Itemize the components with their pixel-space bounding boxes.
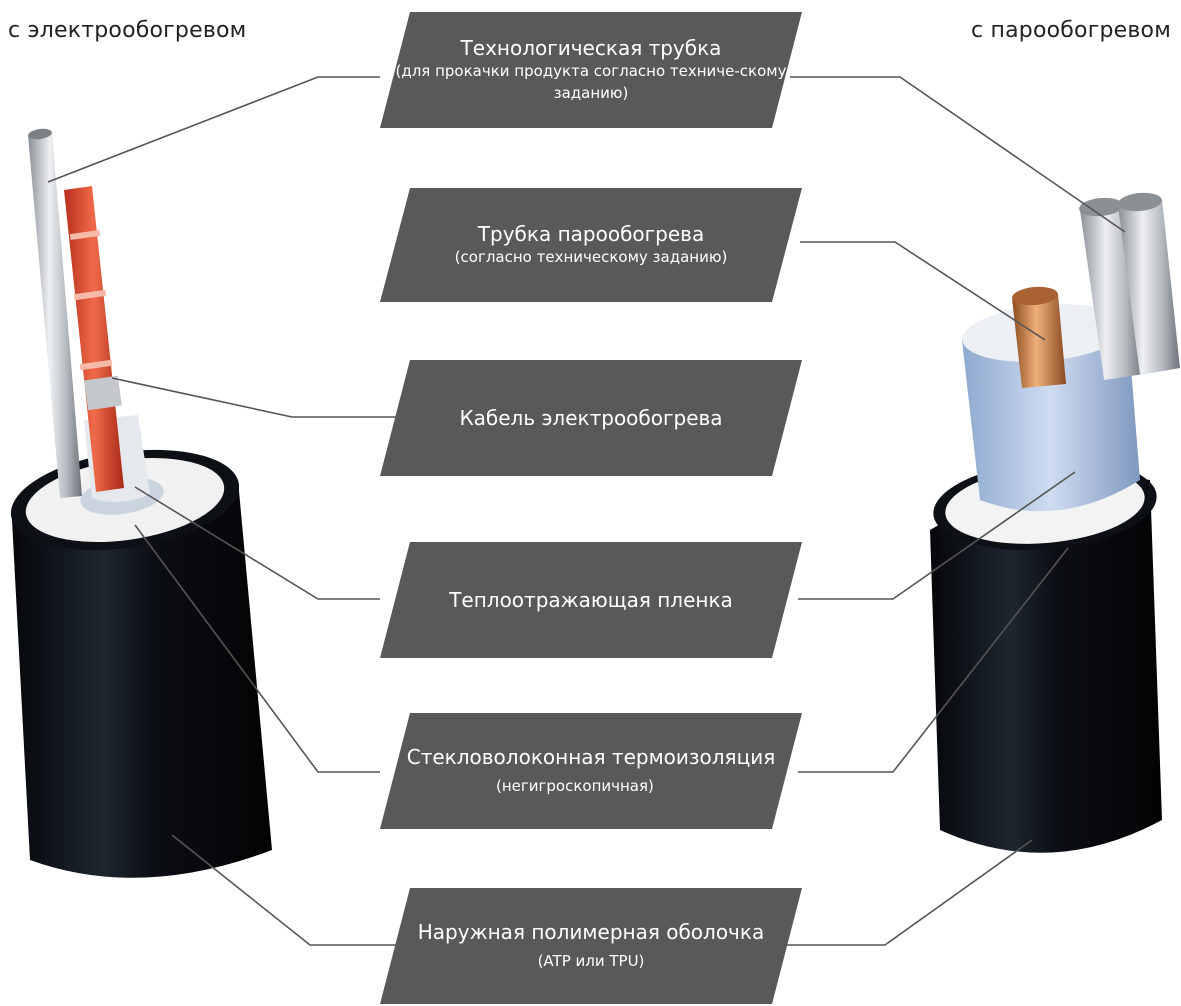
label-process-tube-note: (для прокачки продукта согласно техниче-… xyxy=(395,62,787,102)
label-insulation: Стекловолоконная термоизоляция (негигрос… xyxy=(380,713,802,829)
label-heating-cable-title: Кабель электрообогрева xyxy=(459,406,723,430)
label-steam-tube-title: Трубка парообогрева xyxy=(477,222,705,247)
steam-heated-pipe xyxy=(930,192,1180,853)
label-heating-cable: Кабель электрообогрева xyxy=(380,360,802,476)
label-reflective-film: Теплоотражающая пленка xyxy=(380,542,802,658)
electric-heating-title: с электрообогревом xyxy=(8,18,247,43)
label-outer-jacket-title: Наружная полимерная оболочка xyxy=(417,920,765,945)
label-process-tube: Технологическая трубка (для прокачки про… xyxy=(380,12,802,128)
label-insulation-note: (негигроскопичная) xyxy=(496,777,654,796)
label-insulation-title: Стекловолоконная термоизоляция xyxy=(406,745,776,770)
label-steam-tube-note: (согласно техническому заданию) xyxy=(454,248,728,267)
steam-heating-title: с парообогревом xyxy=(971,18,1171,43)
label-steam-tube: Трубка парообогрева (согласно техническо… xyxy=(380,188,802,302)
label-process-tube-title: Технологическая трубка xyxy=(460,36,722,61)
label-outer-jacket: Наружная полимерная оболочка (ATP или TP… xyxy=(380,888,802,1004)
label-outer-jacket-note: (ATP или TPU) xyxy=(537,952,645,971)
electric-heated-pipe xyxy=(10,128,272,878)
leader-lines xyxy=(47,76,1126,946)
label-reflective-film-title: Теплоотражающая пленка xyxy=(449,588,733,612)
